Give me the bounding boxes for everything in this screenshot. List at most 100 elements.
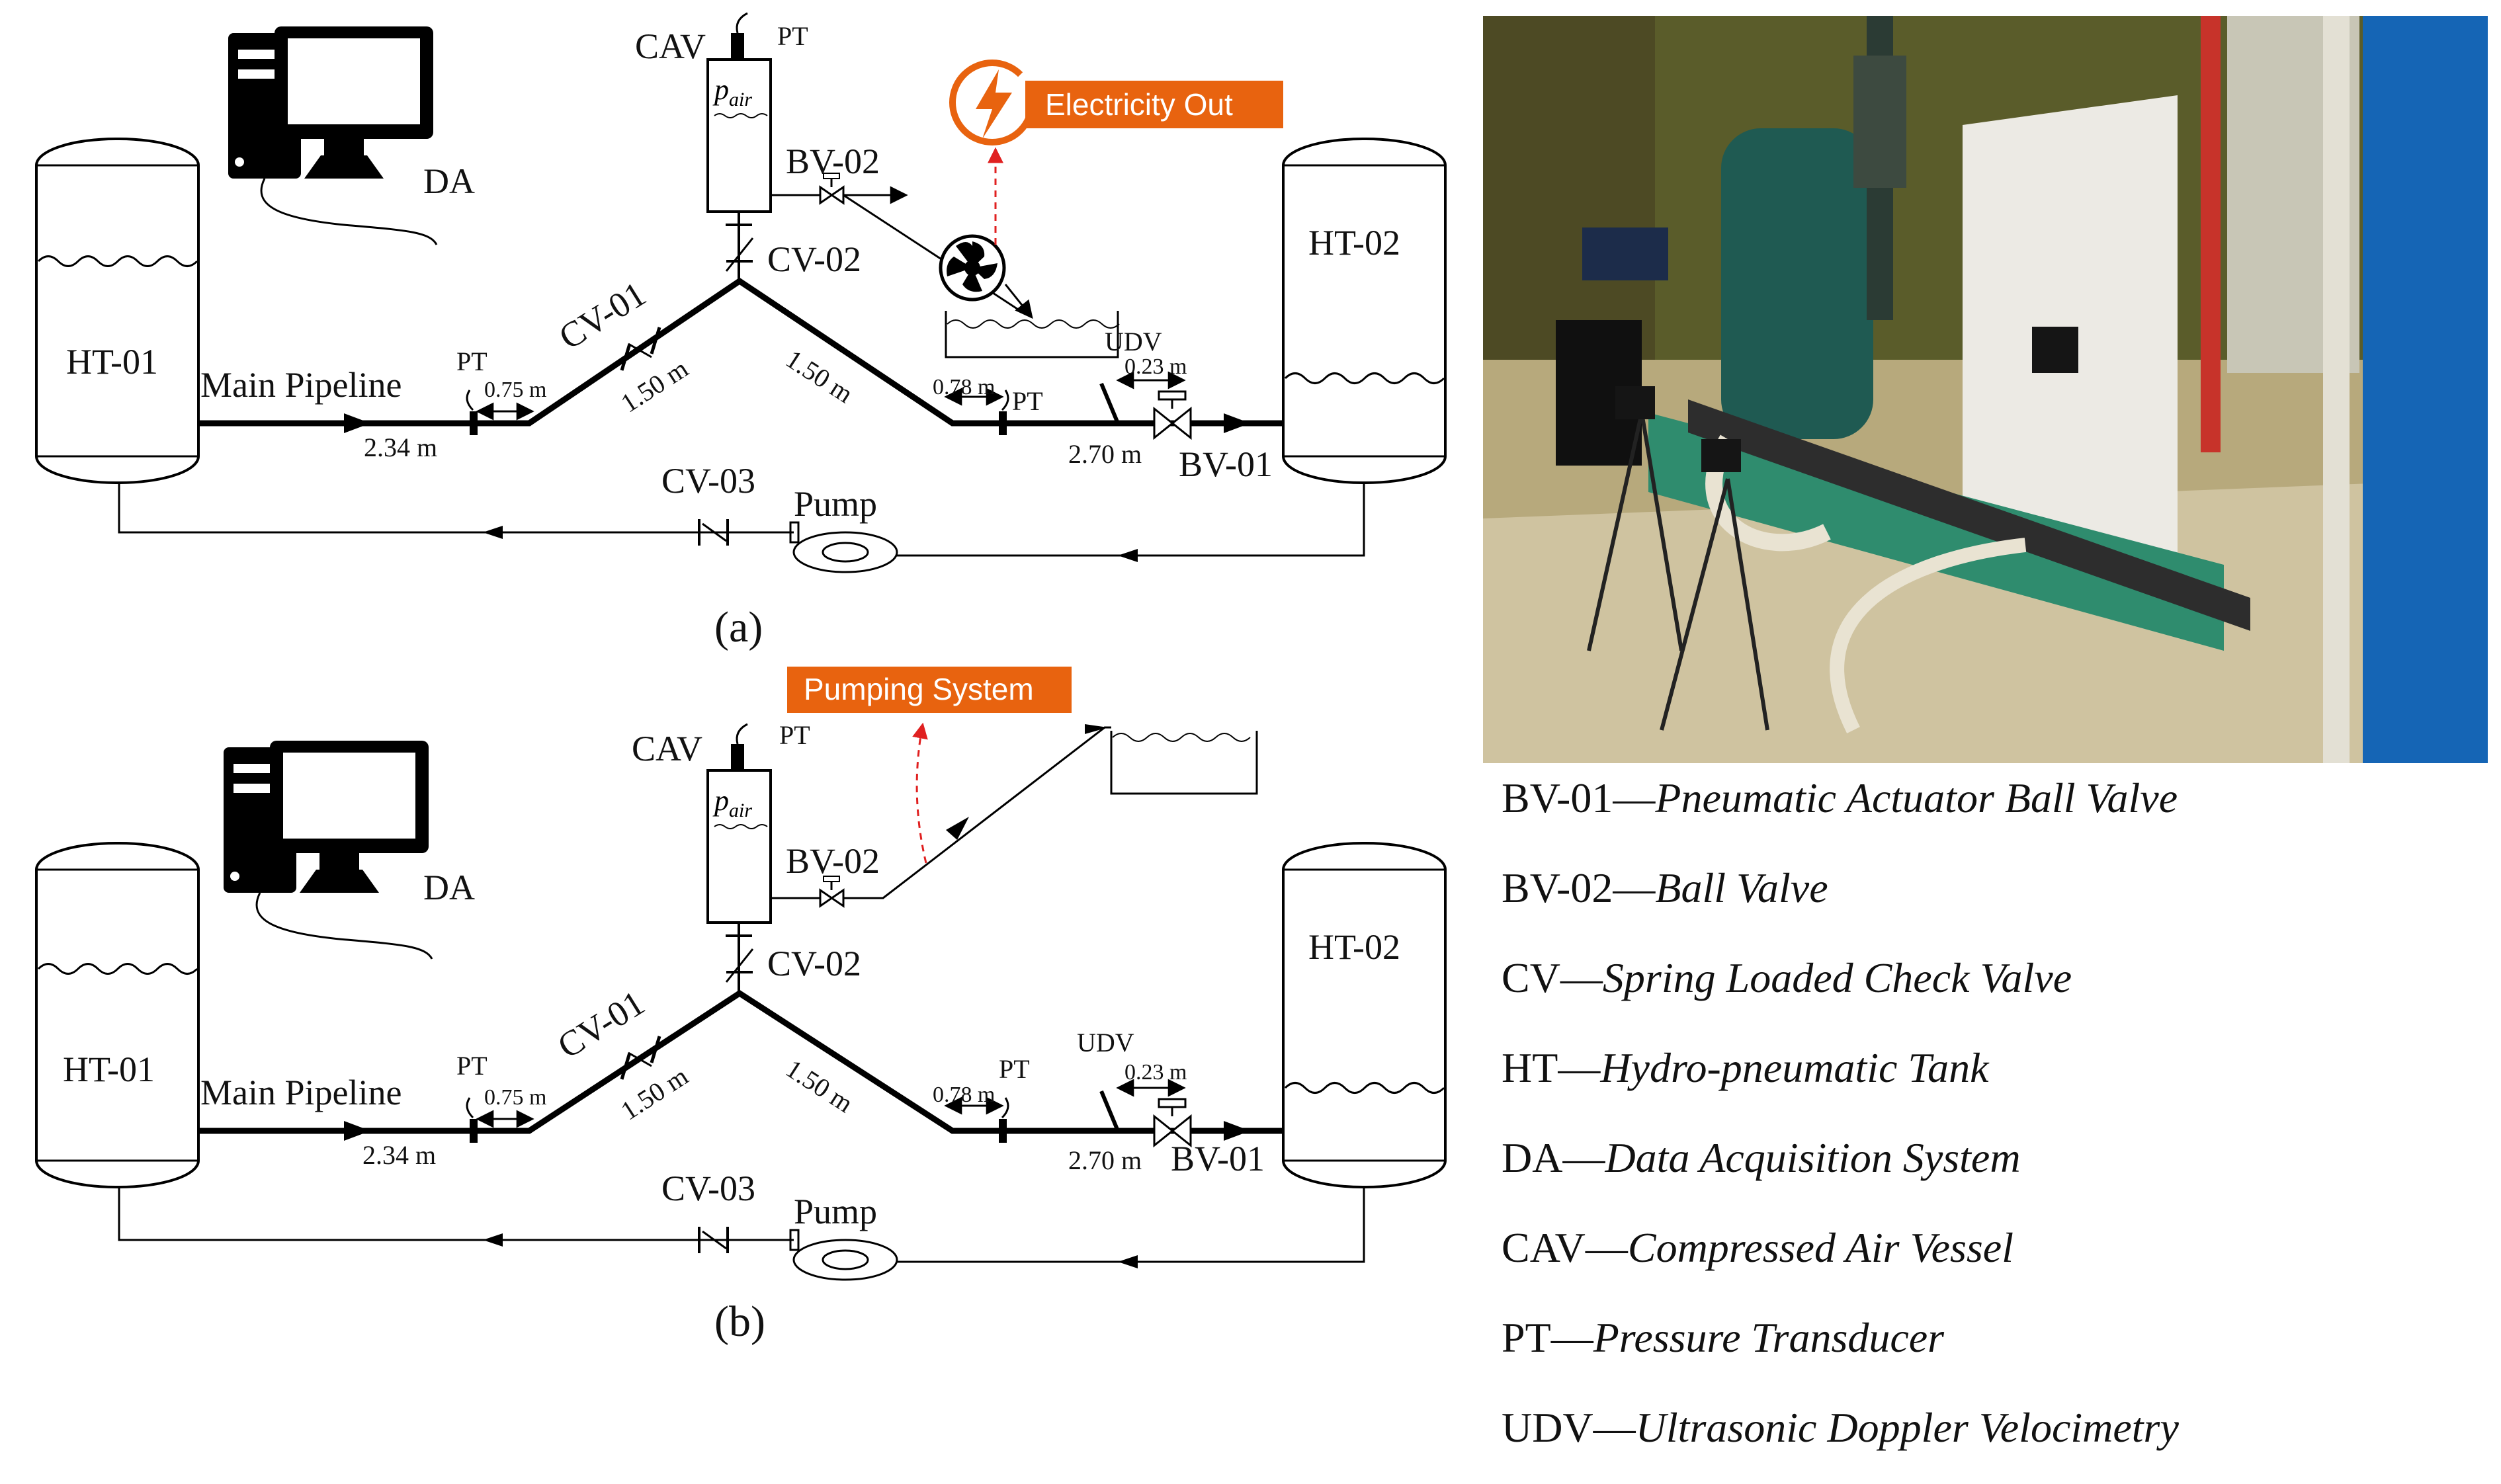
legend-abbr: BV-01 [1502, 774, 1613, 821]
tank-ht02 [1282, 842, 1447, 1188]
pump-icon [789, 1229, 898, 1281]
dim-0-23: 0.23 m [1124, 1060, 1187, 1085]
legend-separator: — [1558, 1044, 1601, 1091]
dim-2-34: 2.34 m [364, 433, 437, 462]
dim-0-78: 0.78 m [933, 1083, 995, 1107]
legend-separator: — [1560, 954, 1603, 1001]
check-valve-cv02 [725, 948, 754, 983]
ball-valve-bv01 [1153, 1098, 1192, 1148]
legend-row: CAV—Compressed Air Vessel [1502, 1223, 2014, 1272]
computer-icon [228, 26, 438, 245]
dim-0-75: 0.75 m [484, 1085, 546, 1110]
legend-abbr: PT [1502, 1314, 1551, 1361]
tank-ht01 [35, 138, 200, 484]
computer-icon [224, 741, 433, 960]
legend-row: CV—Spring Loaded Check Valve [1502, 954, 2072, 1003]
legend-abbr: HT [1502, 1044, 1558, 1091]
legend-abbr: UDV [1502, 1404, 1593, 1451]
main-pipeline-label: Main Pipeline [200, 1073, 402, 1112]
check-valve-cv01 [620, 1036, 661, 1080]
dim-0-75: 0.75 m [484, 378, 546, 402]
pt-right-label: PT [1012, 386, 1043, 416]
da-label: DA [423, 161, 475, 201]
dim-2-34: 2.34 m [362, 1140, 436, 1170]
legend-row: PT—Pressure Transducer [1502, 1313, 1944, 1362]
ball-valve-bv02 [819, 876, 845, 908]
basin-a [945, 311, 1119, 358]
legend-abbr: DA [1502, 1134, 1563, 1181]
dim-0-23: 0.23 m [1124, 354, 1187, 379]
legend-desc: Compressed Air Vessel [1627, 1224, 2014, 1271]
legend-separator: — [1613, 774, 1656, 821]
pumping-system-label: Pumping System [804, 672, 1034, 706]
experimental-setup-diagram: DA HT-01 HT-02 Main Pipeline 2.34 m PT 0… [35, 12, 1447, 1346]
ht02-label: HT-02 [1308, 927, 1400, 967]
main-pipeline-label: Main Pipeline [200, 365, 402, 405]
bv02-label: BV-02 [786, 841, 880, 881]
caption-a: (a) [714, 603, 763, 651]
electricity-out-tag: Electricity Out [949, 60, 1283, 145]
return-line-a [894, 483, 1365, 557]
cv01-label: CV-01 [552, 274, 653, 357]
legend-separator: — [1613, 864, 1656, 911]
legend-separator: — [1550, 1314, 1593, 1361]
tank-ht01 [35, 842, 200, 1188]
dim-0-78: 0.78 m [933, 375, 995, 399]
pt-cav-label: PT [779, 720, 810, 750]
pt-left-label: PT [456, 347, 487, 376]
udv-label: UDV [1077, 1028, 1134, 1057]
bv01-label: BV-01 [1171, 1139, 1265, 1178]
panel-b: DA HT-01 HT-02 Main Pipeline 2.34 m PT 0… [35, 667, 1447, 1346]
ht01-label: HT-01 [66, 342, 158, 382]
panel-a: DA HT-01 HT-02 Main Pipeline 2.34 m PT 0… [35, 12, 1447, 651]
pump-label: Pump [794, 484, 877, 524]
da-label: DA [423, 868, 475, 907]
bv02-label: BV-02 [786, 142, 880, 181]
ball-valve-bv01 [1153, 390, 1192, 440]
legend-row: BV-01—Pneumatic Actuator Ball Valve [1502, 774, 2178, 823]
legend-desc: Data Acquisition System [1605, 1134, 2021, 1181]
return-line-b [894, 1187, 1365, 1263]
legend-row: UDV—Ultrasonic Doppler Velocimetry [1502, 1403, 2179, 1452]
legend-abbr: CAV [1502, 1224, 1586, 1271]
dim-2-70: 2.70 m [1068, 1145, 1142, 1175]
legend-row: DA—Data Acquisition System [1502, 1134, 2021, 1182]
check-valve-cv02 [725, 237, 754, 272]
legend-desc: Ultrasonic Doppler Velocimetry [1635, 1404, 2179, 1451]
ball-valve-bv02 [819, 173, 845, 205]
electricity-out-label: Electricity Out [1045, 87, 1233, 122]
tank-ht02 [1282, 138, 1447, 484]
pair-label: pair [712, 73, 752, 110]
pt-cav-label: PT [777, 21, 808, 51]
check-valve-cv03 [698, 1227, 729, 1253]
legend-desc: Hydro-pneumatic Tank [1600, 1044, 1989, 1091]
cv03-label: CV-03 [661, 1169, 755, 1208]
dim-1-50a: 1.50 m [615, 1061, 693, 1126]
basin-b [1110, 731, 1258, 795]
legend-desc: Spring Loaded Check Valve [1602, 954, 2072, 1001]
caption-b: (b) [714, 1298, 765, 1346]
legend-desc: Ball Valve [1655, 864, 1828, 911]
cv01-label: CV-01 [551, 983, 652, 1066]
legend-abbr: CV [1502, 954, 1560, 1001]
dim-2-70: 2.70 m [1068, 439, 1142, 469]
pump-icon [789, 521, 898, 573]
legend-separator: — [1593, 1404, 1636, 1451]
pt-right-label: PT [999, 1054, 1030, 1084]
cav-label: CAV [635, 26, 706, 66]
cv02-label: CV-02 [767, 944, 861, 983]
check-valve-cv01 [620, 327, 661, 371]
pt-left-label: PT [456, 1051, 487, 1081]
pump-label: Pump [794, 1192, 877, 1231]
lab-photo [1483, 16, 2488, 763]
pair-label: pair [712, 784, 752, 821]
legend-row: HT—Hydro-pneumatic Tank [1502, 1044, 1989, 1092]
ht02-label: HT-02 [1308, 223, 1400, 263]
check-valve-cv03 [698, 519, 729, 546]
legend-separator: — [1562, 1134, 1605, 1181]
cv02-label: CV-02 [767, 239, 861, 279]
turbine-icon [939, 234, 1006, 302]
ht01-label: HT-01 [63, 1050, 155, 1089]
legend-desc: Pneumatic Actuator Ball Valve [1655, 774, 2178, 821]
legend-separator: — [1585, 1224, 1628, 1271]
